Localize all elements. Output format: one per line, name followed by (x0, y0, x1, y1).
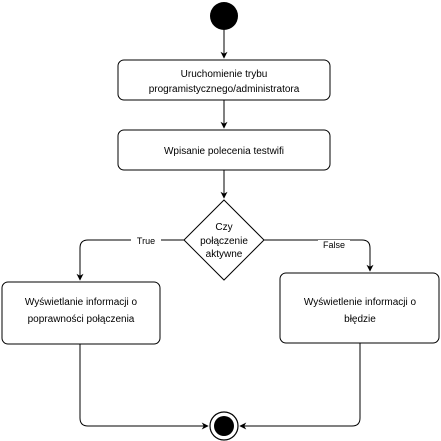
edge-left-to-end (79, 344, 209, 430)
decision-label-line3: aktywne (206, 249, 243, 260)
step1-label-line1: Uruchomienie trybu (181, 69, 268, 80)
true-action-line2: poprawności połączenia (28, 314, 135, 325)
end-node-inner (214, 416, 234, 436)
action-show-error (279, 272, 440, 344)
true-action-line1: Wyświetlanie informacji o (25, 297, 138, 308)
start-node (210, 2, 238, 30)
false-branch-label: False (323, 240, 345, 250)
edge-true-branch (76, 239, 184, 281)
decision-label-line1: Czy (215, 222, 232, 233)
edge-false-branch (264, 239, 374, 272)
step1-label-line2: programistycznego/administratora (149, 84, 300, 95)
true-branch-label: True (137, 236, 155, 246)
false-action-line1: Wyświetlenie informacji o (304, 297, 417, 308)
step2-label: Wpisanie polecenia testwifi (164, 146, 284, 157)
false-action-line2: błędzie (344, 314, 376, 325)
action-show-connection-ok (1, 281, 161, 345)
false-label-bg (318, 240, 350, 250)
decision-connection-active (183, 199, 265, 281)
true-label-bg (131, 236, 161, 246)
edge-right-to-end (239, 343, 361, 430)
decision-label-line2: połączenie (200, 236, 248, 247)
